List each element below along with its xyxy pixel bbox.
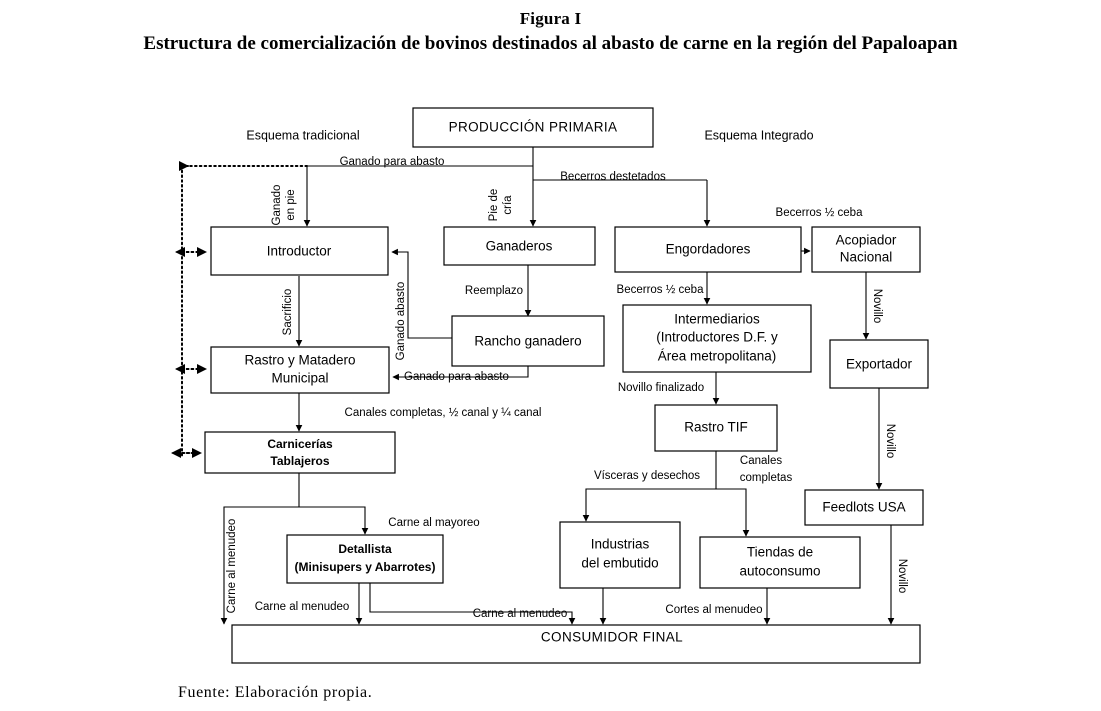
- label-reemplazo: Reemplazo: [465, 285, 523, 297]
- figure-caption: Estructura de comercialización de bovino…: [143, 33, 958, 55]
- edge-detallista-right-to-consumidor: [369, 583, 576, 625]
- label-novillo-1: Novillo: [871, 289, 883, 324]
- node-detallista[interactable]: [286, 534, 444, 584]
- node-tiendas-autoconsumo-label-2: autoconsumo: [739, 564, 820, 579]
- node-feedlots-usa-label: Feedlots USA: [822, 500, 905, 515]
- label-carne-al-mayoreo: Carne al mayoreo: [388, 517, 479, 529]
- label-carne-al-menudeo-vert: Carne al menudeo: [226, 519, 238, 614]
- label-canales-completas-1: Canales: [740, 455, 782, 467]
- node-consumidor-final[interactable]: [231, 624, 921, 664]
- node-exportador[interactable]: [829, 339, 929, 389]
- node-intermediarios-label-2: (Introductores D.F. y: [656, 330, 778, 345]
- node-industrias-embutido-label-1: Industrias: [591, 537, 650, 552]
- node-ganaderos[interactable]: [443, 226, 596, 266]
- source-note: Fuente: Elaboración propia.: [178, 684, 373, 701]
- node-industrias-embutido[interactable]: [559, 521, 681, 589]
- node-produccion-primaria-label: PRODUCCIÓN PRIMARIA: [449, 120, 618, 135]
- node-rastro-matadero[interactable]: [210, 346, 390, 394]
- node-rastro-matadero-label-2: Municipal: [271, 371, 328, 386]
- label-pie-de-cria-1: Pie de: [488, 189, 500, 222]
- label-carne-al-menudeo-2: Carne al menudeo: [473, 608, 568, 620]
- node-acopiador-nacional[interactable]: [811, 226, 921, 273]
- edge-rancho-to-introductor: [391, 248, 452, 339]
- label-novillo-3: Novillo: [896, 559, 908, 594]
- label-becerros-destetados: Becerros destetados: [560, 171, 666, 183]
- node-produccion-primaria[interactable]: [412, 107, 654, 148]
- edge-carnicerias-to-consumidor: [220, 506, 299, 625]
- label-becerros-media-ceba-mid: Becerros ½ ceba: [617, 284, 705, 296]
- node-industrias-embutido-label-2: del embutido: [581, 556, 658, 571]
- node-detallista-label-2: (Minisupers y Abarrotes): [295, 560, 436, 574]
- node-introductor-label: Introductor: [267, 244, 332, 259]
- node-intermediarios-label-3: Área metropolitana): [658, 349, 777, 364]
- label-canales-completas-half: Canales completas, ½ canal y ¼ canal: [345, 407, 542, 419]
- node-rancho-ganadero[interactable]: [451, 315, 605, 367]
- edge-carnicerias-to-detallista: [299, 506, 369, 535]
- label-becerros-media-ceba-top: Becerros ½ ceba: [776, 207, 864, 219]
- node-engordadores-label: Engordadores: [666, 242, 751, 257]
- label-ganado-en-pie-2: en pie: [285, 189, 297, 220]
- node-rastro-tif[interactable]: [654, 404, 778, 452]
- node-feedlots-usa[interactable]: [804, 489, 924, 526]
- label-visceras-desechos: Vísceras y desechos: [594, 470, 700, 482]
- label-novillo-2: Novillo: [884, 424, 896, 459]
- node-tiendas-autoconsumo[interactable]: [699, 536, 861, 589]
- node-intermediarios[interactable]: [622, 304, 812, 373]
- node-ganaderos-label: Ganaderos: [486, 239, 553, 254]
- label-canales-completas-2: completas: [740, 472, 793, 484]
- figure-page: Figura I Estructura de comercialización …: [0, 8, 1101, 711]
- label-esquema-tradicional: Esquema tradicional: [246, 128, 359, 142]
- edge-rastrotif-to-industrias: [582, 488, 716, 522]
- node-carnicerias-label-1: Carnicerías: [267, 437, 333, 451]
- node-tiendas-autoconsumo-label-1: Tiendas de: [747, 545, 813, 560]
- node-introductor[interactable]: [210, 226, 389, 276]
- label-ganado-para-abasto-rancho: Ganado para abasto: [404, 371, 509, 383]
- node-carnicerias[interactable]: [204, 431, 396, 474]
- node-detallista-label-1: Detallista: [338, 542, 392, 556]
- label-sacrificio: Sacrificio: [282, 289, 294, 336]
- node-intermediarios-label-1: Intermediarios: [674, 312, 760, 327]
- flowchart-diagram: PRODUCCIÓN PRIMARIA Introductor Ganadero…: [171, 107, 929, 664]
- figure-number: Figura I: [519, 9, 582, 28]
- label-carne-al-menudeo-1: Carne al menudeo: [255, 601, 350, 613]
- label-ganado-para-abasto-top: Ganado para abasto: [340, 156, 445, 168]
- node-consumidor-final-label: CONSUMIDOR FINAL: [541, 630, 683, 645]
- node-rastro-matadero-label-1: Rastro y Matadero: [244, 353, 355, 368]
- edge-rancho-to-rastro: [392, 366, 529, 381]
- node-acopiador-nacional-label-1: Acopiador: [836, 233, 897, 248]
- node-engordadores[interactable]: [614, 226, 802, 273]
- node-acopiador-nacional-label-2: Nacional: [840, 250, 893, 265]
- label-pie-de-cria-2: cría: [502, 195, 514, 215]
- label-ganado-en-pie-1: Ganado: [271, 185, 283, 226]
- label-novillo-finalizado: Novillo finalizado: [618, 382, 704, 394]
- node-rastro-tif-label: Rastro TIF: [684, 420, 748, 435]
- node-carnicerias-label-2: Tablajeros: [270, 454, 329, 468]
- edge-rastrotif-to-tiendas: [716, 488, 750, 537]
- label-cortes-al-menudeo: Cortes al menudeo: [665, 604, 762, 616]
- label-esquema-integrado: Esquema Integrado: [704, 128, 813, 142]
- node-rancho-ganadero-label: Rancho ganadero: [474, 334, 581, 349]
- node-exportador-label: Exportador: [846, 357, 913, 372]
- label-ganado-abasto-vert: Ganado abasto: [395, 282, 407, 361]
